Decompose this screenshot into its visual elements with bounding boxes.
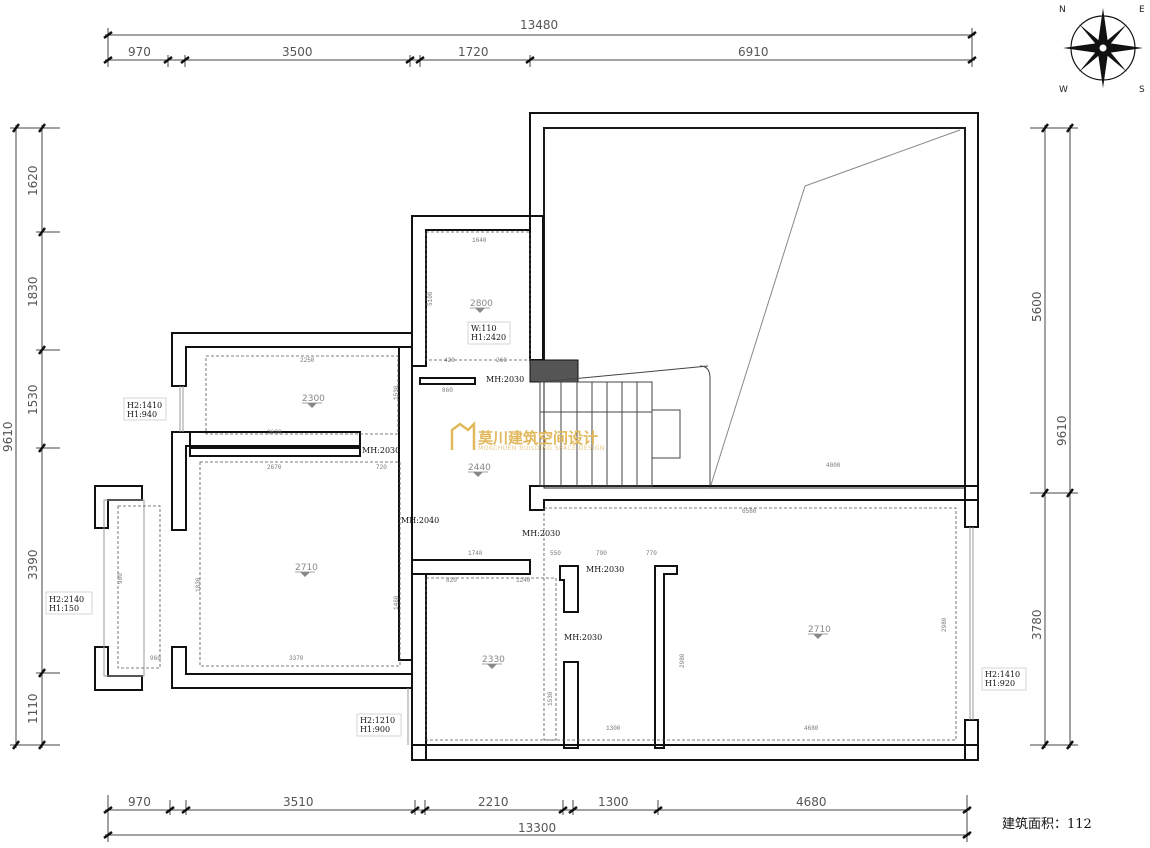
- watermark-chinese: 莫川建筑空间设计: [478, 429, 598, 447]
- door-height-tag: MH:2040: [401, 516, 439, 525]
- ceiling-height-label: 2300: [302, 394, 325, 404]
- inner-dim: 1740: [468, 550, 483, 557]
- inner-dim: 1530: [393, 385, 400, 400]
- opening-tags: H2:1410 H1:940 H2:2140 H1:150 H2:1210 H1…: [45, 321, 1027, 737]
- bottom-dim-4: 1300: [598, 795, 629, 809]
- left-dim-3: 1530: [26, 384, 40, 415]
- inner-dim: 1240: [516, 577, 531, 584]
- inner-dim: 6580: [742, 508, 757, 515]
- inner-dim: 860: [442, 387, 453, 394]
- window-tag: H1:150: [49, 604, 79, 613]
- ceiling-height-label: 2710: [808, 625, 831, 635]
- window-tag: H2:2140: [49, 595, 84, 604]
- left-dim-5: 1110: [26, 693, 40, 724]
- ceiling-marker: 2300: [302, 394, 325, 408]
- window-tag: H1:920: [985, 679, 1015, 688]
- inner-dim: 2620: [267, 429, 282, 436]
- watermark-logo: 莫川建筑空间设计 MOKCHUEN BUILDING SPACE DESIGN: [450, 420, 605, 452]
- wall-left-outer: [171, 332, 413, 387]
- left-dim-1: 1620: [26, 165, 40, 196]
- inner-dim: 2670: [267, 464, 282, 471]
- watermark-english: MOKCHUEN BUILDING SPACE DESIGN: [478, 445, 605, 452]
- inner-dim: 260: [496, 357, 507, 364]
- bottom-dim-5: 4680: [796, 795, 827, 809]
- right-dimension-group: 5600 3780 9610: [1030, 123, 1078, 750]
- inner-dim: 420: [444, 357, 455, 364]
- ceiling-marker: 2710: [808, 625, 831, 639]
- ceiling-marker: 2710: [295, 563, 318, 577]
- wall-bay-window: [94, 485, 143, 529]
- inner-dim: 2980: [941, 617, 948, 632]
- right-dim-1: 5600: [1030, 291, 1044, 322]
- window-tag: W:110: [471, 324, 497, 333]
- ceiling-marker: 2330: [482, 655, 505, 669]
- door-height-tag: MH:2030: [486, 375, 524, 384]
- staircase: [539, 365, 711, 487]
- door-height-tag: MH:2030: [586, 565, 624, 574]
- door-height-tag: MH:2030: [522, 529, 560, 538]
- compass-west-label: W: [1059, 85, 1068, 95]
- bottom-dimension-group: 970 3510 2210 1300 4680 13300: [103, 795, 972, 842]
- inner-dim: 1300: [606, 725, 621, 732]
- window-tag: H1:940: [127, 410, 157, 419]
- bottom-dim-1: 970: [128, 795, 151, 809]
- window-tag: H1:2420: [471, 333, 506, 342]
- ceiling-height-label: 2710: [295, 563, 318, 573]
- window-tag: H2:1410: [985, 670, 1020, 679]
- inner-dim: 4000: [826, 462, 841, 469]
- building-area-label: 建筑面积：112: [1002, 816, 1092, 832]
- inner-dim: 900: [117, 573, 124, 584]
- inner-dim: 3370: [289, 655, 304, 662]
- inner-dim: 820: [446, 577, 457, 584]
- ceiling-marker: 2800: [470, 299, 493, 313]
- left-dim-4: 3390: [26, 549, 40, 580]
- left-dim-2: 1830: [26, 276, 40, 307]
- inner-dim: 4680: [804, 725, 819, 732]
- compass-rose: N E S W: [1059, 5, 1145, 95]
- right-dim-2: 3780: [1030, 609, 1044, 640]
- inner-dim: 720: [376, 464, 387, 471]
- walls-group: [94, 112, 979, 761]
- wall-closet: [411, 215, 544, 367]
- ceiling-height-label: 2330: [482, 655, 505, 665]
- inner-dim: 770: [646, 550, 657, 557]
- bottom-dim-3: 2210: [478, 795, 509, 809]
- ceiling-marker: 2440: [468, 463, 491, 477]
- compass-north-label: N: [1059, 5, 1066, 15]
- window-tag: H1:900: [360, 725, 390, 734]
- right-total-dim: 9610: [1055, 415, 1069, 446]
- bottom-total-dim: 13300: [518, 821, 556, 835]
- inner-dimensions: 1640 2250 2620 2670 3370 1740 1240 6580 …: [117, 237, 948, 732]
- inner-dim: 2250: [300, 357, 315, 364]
- ceiling-height-label: 2800: [470, 299, 493, 309]
- inner-dim: 5100: [427, 291, 434, 306]
- door-height-tag: MH:2030: [564, 633, 602, 642]
- top-dim-3: 1720: [458, 45, 489, 59]
- inner-dim: 550: [550, 550, 561, 557]
- wall-top-right-room: [529, 112, 979, 528]
- inner-dim: 1830: [195, 577, 202, 592]
- top-dim-1: 970: [128, 45, 151, 59]
- compass-south-label: S: [1139, 85, 1145, 95]
- window-tag: H2:1210: [360, 716, 395, 725]
- inner-dim: 1530: [547, 691, 554, 706]
- bottom-dim-2: 3510: [283, 795, 314, 809]
- door-height-tag: MH:2030: [362, 446, 400, 455]
- top-total-dim: 13480: [520, 18, 558, 32]
- ceiling-heights: 2800 2300 2440 2710 2330 2710: [295, 299, 831, 669]
- top-dim-4: 6910: [738, 45, 769, 59]
- inner-dim: 960: [150, 655, 161, 662]
- window-tag: H2:1410: [127, 401, 162, 410]
- inner-dim: 1460: [393, 595, 400, 610]
- inner-dim: 1640: [472, 237, 487, 244]
- top-dim-2: 3500: [282, 45, 313, 59]
- ceiling-height-label: 2440: [468, 463, 491, 473]
- inner-dim: 2980: [679, 653, 686, 668]
- inner-dim: 790: [596, 550, 607, 557]
- left-dimension-group: 9610 1620 1830 1530 3390 1110: [1, 123, 60, 750]
- left-total-dim: 9610: [1, 421, 15, 452]
- top-dimension-group: 13480 970 3500 1720 6910: [103, 18, 977, 67]
- compass-east-label: E: [1139, 5, 1145, 15]
